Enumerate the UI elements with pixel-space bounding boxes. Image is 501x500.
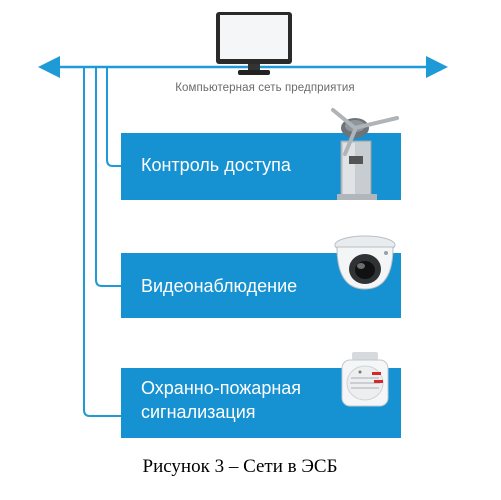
video-surveillance-label: Видеонаблюдение <box>141 276 298 296</box>
bus-arrow-right <box>426 56 448 78</box>
access-control-label: Контроль доступа <box>141 155 291 175</box>
turnstile-icon <box>325 106 400 201</box>
connector-access <box>106 67 121 167</box>
smoke-detector-icon <box>336 350 394 412</box>
bus-arrow-left <box>38 56 60 78</box>
fire-alarm-label: Охранно-пожарная сигнализация <box>141 378 302 422</box>
computer-monitor-icon <box>214 10 294 78</box>
figure-caption: Рисунок 3 – Сети в ЭСБ <box>142 456 338 477</box>
connector-video <box>95 67 121 287</box>
network-label: Компьютерная сеть предприятия <box>175 82 355 94</box>
connector-fire <box>83 67 121 417</box>
dome-camera-icon <box>330 233 400 295</box>
